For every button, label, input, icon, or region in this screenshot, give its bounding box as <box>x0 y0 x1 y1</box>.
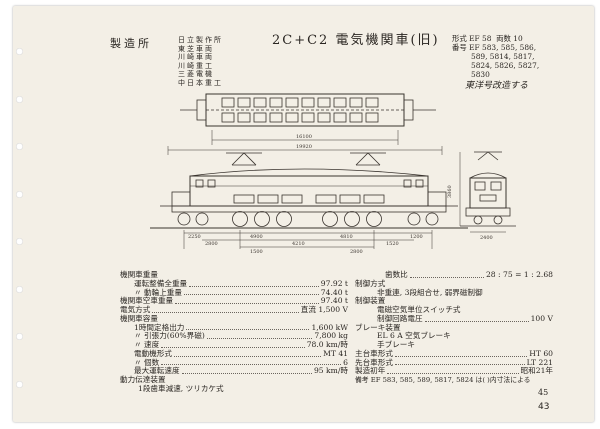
type-value: EF 58 <box>469 34 492 43</box>
dim-side-b: 4900 <box>250 234 263 240</box>
dim-end-height: 3860 <box>447 185 453 198</box>
type-label: 形式 <box>452 34 467 43</box>
manufacturer-5: 三菱電機 <box>178 70 214 79</box>
dim-side-h: 1500 <box>250 249 263 255</box>
spec-row: 電磁空気単位スイッチ式 <box>377 305 461 314</box>
spec-row: 製造初年昭和21年 <box>355 366 553 376</box>
number-line-1: EF 583, 585, 586, <box>469 43 537 52</box>
dim-side-i: 2800 <box>350 249 363 255</box>
manufacturer-6: 中日本重工 <box>178 78 223 87</box>
plan-view <box>167 93 443 155</box>
number-label: 番号 <box>452 43 467 52</box>
spec-row: 1段歯車減速, ツリカケ式 <box>138 383 224 393</box>
spec-row: 機関車重量 <box>120 270 158 279</box>
spec-row: ブレーキ装置 <box>355 322 401 332</box>
end-view <box>459 151 516 233</box>
number-line-4: 5830 <box>471 70 490 79</box>
spec-row: 制御方式 <box>355 278 386 288</box>
manufacturer-1: 日立製作所 <box>178 36 223 44</box>
spec-row: 非重連, 3段組合せ, 弱界磁制御 <box>377 287 483 297</box>
manufacturer-2: 東芝車両 <box>178 44 214 53</box>
page-number-old: 45 <box>538 388 549 397</box>
manufacturer-4: 川崎重工 <box>178 61 214 70</box>
count-value: 10 <box>513 34 523 43</box>
dim-side-g: 1520 <box>386 241 399 247</box>
dim-side-f: 4210 <box>292 241 305 247</box>
number-line-2: 589, 5814, 5817, <box>471 52 535 61</box>
spec-row: EL 6 A 空気ブレーキ <box>377 331 451 341</box>
manufacturer-list: 日立製作所 東芝車両 川崎車両 川崎重工 三菱電機 中日本重工 <box>178 36 223 88</box>
spec-row: 電気方式直流 1,500 V <box>120 305 348 314</box>
dim-side-e: 2800 <box>205 241 218 247</box>
spec-row: 制御装置 <box>355 296 386 306</box>
manufacturer-3: 川崎車両 <box>178 53 214 62</box>
dim-plan-length: 16100 <box>296 134 312 140</box>
handwritten-note: 東洋号改造する <box>465 81 529 91</box>
dim-side-c: 4810 <box>340 234 353 240</box>
spec-row: 〃 引張力(60%界磁)7,800 kg <box>134 331 348 341</box>
model-info: 形式 EF 58 両数 10 番号 EF 583, 585, 586, 589,… <box>452 34 539 79</box>
dim-side-a: 2250 <box>188 234 201 240</box>
spec-row: 備考 EF 583, 585, 589, 5817, 5824 は( )内寸法に… <box>355 376 531 384</box>
dim-top-width: 19920 <box>296 144 312 150</box>
number-line-3: 5824, 5826, 5827, <box>471 61 540 70</box>
spec-row: 動力伝達装置 <box>120 375 166 384</box>
page-title: 2C+C2 電気機関車(旧) <box>272 33 440 48</box>
binding-holes <box>16 48 26 388</box>
spec-row: 機関車容量 <box>120 313 158 323</box>
document-sheet <box>13 6 594 422</box>
dim-end-width: 2400 <box>480 235 493 241</box>
manufacturer-label: 製造所 <box>110 37 152 50</box>
side-elevation <box>150 152 468 249</box>
page-number-new: 43 <box>538 402 550 412</box>
spec-row: 手ブレーキ <box>377 340 415 349</box>
dim-side-d: 1200 <box>410 234 423 240</box>
count-label: 両数 <box>496 34 511 43</box>
